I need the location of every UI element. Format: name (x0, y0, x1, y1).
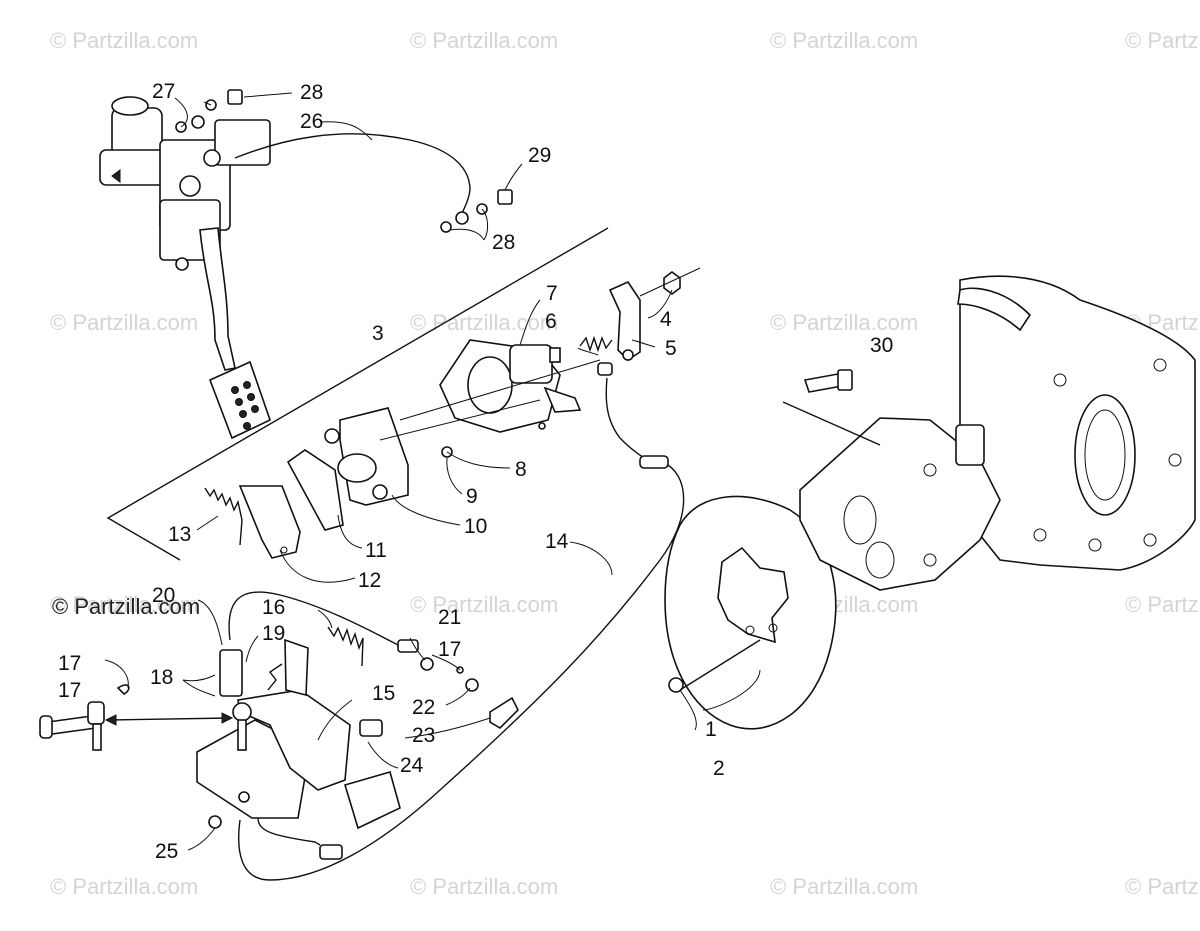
callout-3: 3 (372, 322, 384, 345)
callout-20: 19 (262, 622, 285, 645)
brake-pedal-upper (199, 227, 271, 440)
watermark-tile-4: © Partzilla.com (50, 310, 198, 335)
housing-bolt (782, 369, 881, 446)
callout-19: 18 (150, 666, 173, 689)
exploded-view-frame (106, 227, 609, 561)
watermark-tile-5: © Partzilla.com (410, 310, 558, 335)
master-cylinder-assembly (99, 96, 271, 271)
callout-13: 13 (168, 523, 191, 546)
banjo-washers-and-bolts (175, 89, 513, 233)
brake-pads (238, 449, 344, 559)
callout-10: 10 (464, 515, 487, 538)
callout-26: 25 (155, 840, 178, 863)
watermark-tile-6: © Partzilla.com (770, 310, 918, 335)
callout-29-right: 29 (528, 144, 551, 167)
rear-drive-housing (799, 275, 1196, 591)
pad-spring (204, 487, 243, 546)
watermark-tile-11: © Partzilla.com (1125, 592, 1200, 617)
callout-17-left: 17 (58, 652, 81, 675)
callout-2: 2 (713, 757, 725, 780)
callout-14: 14 (545, 530, 569, 553)
callout-labels: 27 28 26 29 28 7 6 4 5 3 8 9 10 11 12 13… (58, 80, 893, 863)
pin-and-clip (39, 701, 234, 751)
watermark-tile-8: © Partzilla.com (50, 592, 198, 617)
callout-5: 5 (665, 337, 677, 360)
watermark-layer: © Partzilla.com © Partzilla.com © Partzill… (50, 28, 1200, 899)
callout-25: 24 (400, 754, 424, 777)
brake-hose (191, 115, 471, 225)
callout-23: 22 (412, 696, 435, 719)
brake-rotor (664, 495, 837, 730)
callout-17-right: 17 (438, 638, 461, 661)
watermark-tile-12: © Partzilla.com (50, 874, 198, 899)
parking-cable-end (228, 591, 434, 671)
watermark-tile-2: © Partzilla.com (770, 28, 918, 53)
watermark-tile-9: © Partzilla.com (410, 592, 558, 617)
callout-9: 9 (466, 485, 478, 508)
callout-1: 1 (705, 718, 717, 741)
callout-6: 6 (545, 310, 557, 333)
callout-7: 7 (546, 282, 558, 305)
watermark-tile-3: © Partzilla.com (1125, 28, 1200, 53)
callout-18: 17 (58, 679, 81, 702)
bracket-switch-wire (257, 817, 343, 860)
callout-27: 26 (300, 110, 323, 133)
leader-lines (104, 92, 761, 851)
parking-brake-bracket (196, 638, 401, 830)
watermark-tile-15: © Partzilla.com (1125, 874, 1200, 899)
watermark-tile-1: © Partzilla.com (410, 28, 558, 53)
lever-spring (327, 626, 364, 667)
callout-28-top: 27 (152, 80, 175, 103)
watermark-tile-13: © Partzilla.com (410, 874, 558, 899)
callout-8: 8 (515, 458, 527, 481)
callout-24: 23 (412, 724, 435, 747)
caliper-assembly (324, 339, 601, 506)
callout-30: 30 (870, 334, 893, 357)
callout-12: 12 (358, 569, 381, 592)
watermark-tile-14: © Partzilla.com (770, 874, 918, 899)
watermark-tile-0: © Partzilla.com (50, 28, 198, 53)
callout-15: 15 (372, 682, 395, 705)
watermark-foreground: © Partzilla.com (52, 594, 200, 619)
callout-28-right: 28 (492, 231, 515, 254)
lever-linkage (116, 649, 464, 751)
adjuster-knob (359, 678, 519, 737)
callout-11: 11 (365, 539, 387, 562)
parking-brake-cable (238, 377, 685, 881)
callout-29-top: 28 (300, 81, 323, 104)
callout-21: 20 (152, 584, 175, 607)
callout-16: 16 (262, 596, 285, 619)
callout-4: 4 (660, 308, 672, 331)
callout-22: 21 (438, 606, 461, 629)
